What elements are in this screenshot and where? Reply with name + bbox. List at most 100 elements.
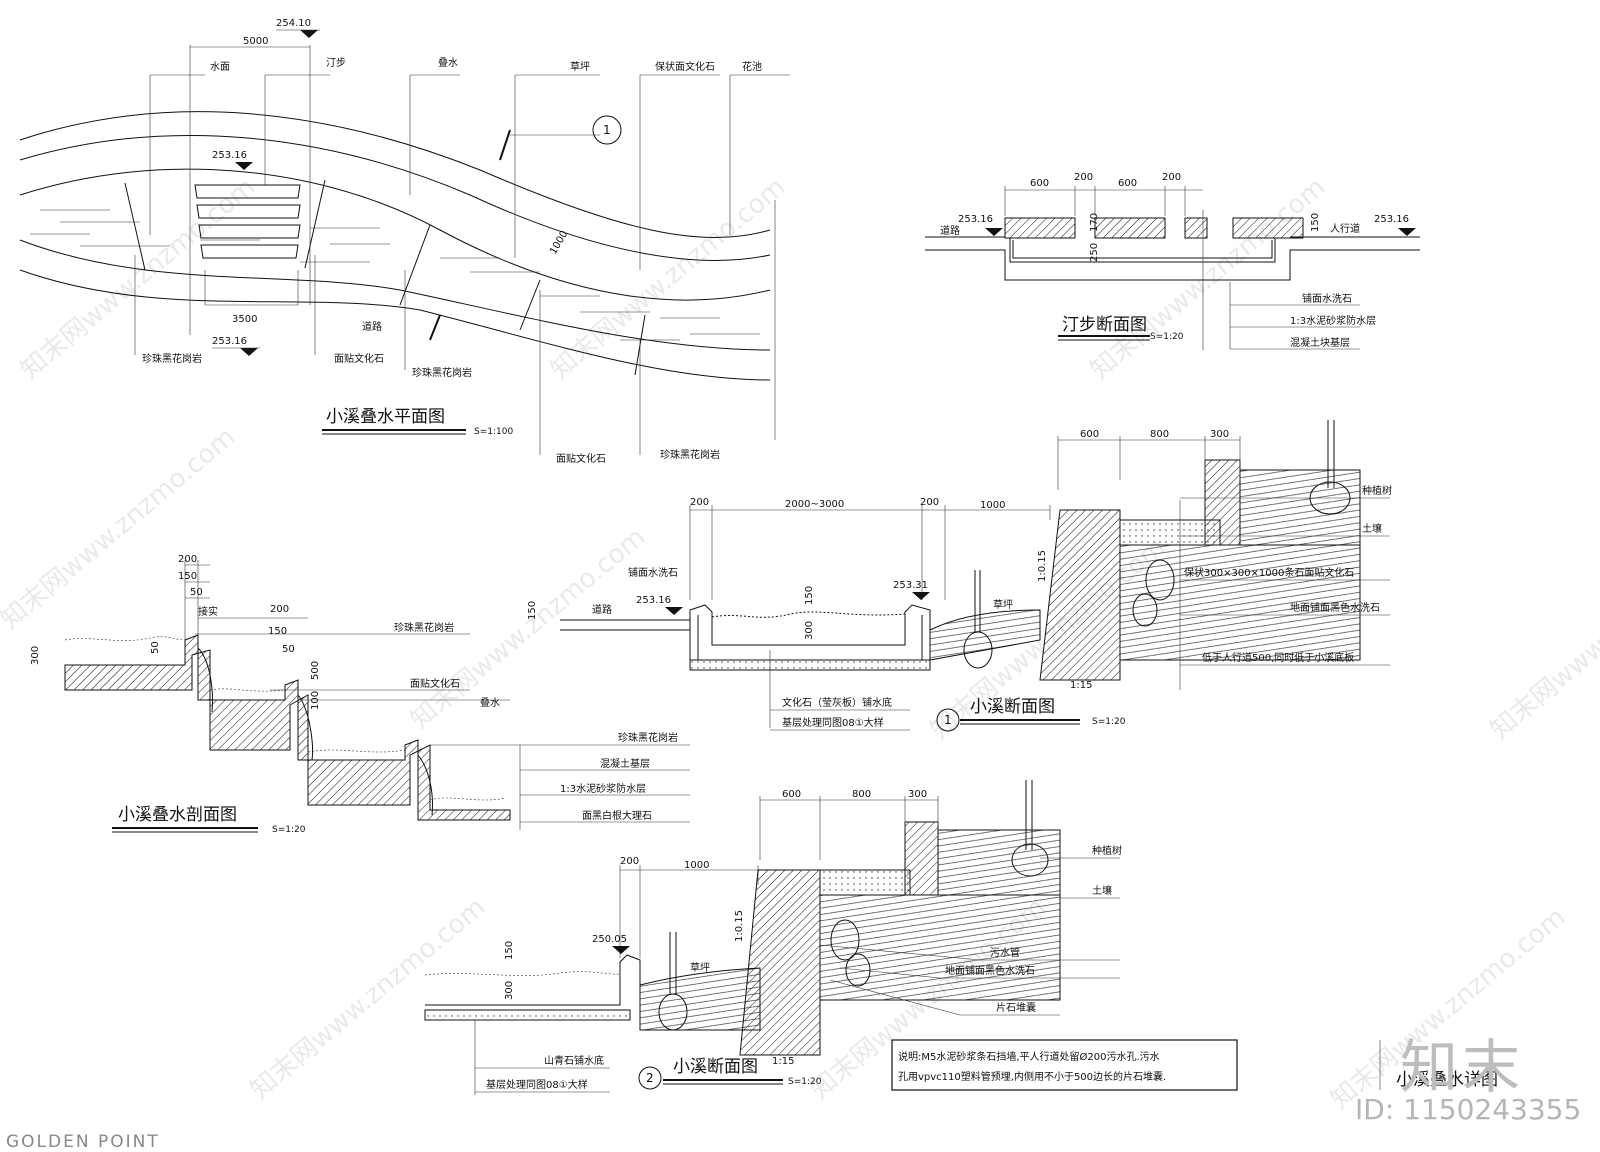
drop-dim-2: 150 xyxy=(178,571,197,582)
plan-dim-bottom: 3500 xyxy=(232,314,257,325)
drop-note-7: 面黑白根大理石 xyxy=(582,809,652,822)
tingbu-title: 汀步断面图 xyxy=(1062,315,1147,335)
drop-dim-4: 200 xyxy=(270,604,289,615)
stream-section-1: 200 2000~3000 200 1000 600 800 300 150 3… xyxy=(527,420,1392,732)
note-line-2: 孔用vpvc110塑料管预埋,内侧用不小于500边长的片石堆囊. xyxy=(898,1070,1166,1083)
tingbu-elev-left: 253.16 xyxy=(958,214,993,225)
tingbu-note-2: 1:3水泥砂浆防水层 xyxy=(1290,314,1376,327)
drop-dim-7: 500 xyxy=(310,661,321,680)
s2-note-5: 片石堆囊 xyxy=(996,1001,1036,1014)
s2-dim-top-1: 600 xyxy=(782,789,801,800)
tingbu-elev-right: 253.16 xyxy=(1374,214,1409,225)
elevation-marker xyxy=(235,162,253,170)
s1-label-bottom-2: 基层处理同图08①大样 xyxy=(782,716,884,729)
watermark: 知末网www.znzmo.com xyxy=(0,422,241,635)
s1-note-1: 种植树 xyxy=(1362,484,1392,497)
s1-label-road: 道路 xyxy=(592,603,612,616)
drop-note-3: 叠水 xyxy=(480,697,500,709)
s1-dim-top-1: 600 xyxy=(1080,429,1099,440)
cascade-steps xyxy=(64,634,511,821)
section-mark-number: 1 xyxy=(603,123,611,137)
drop-dim-5: 150 xyxy=(268,626,287,637)
drop-dim-1: 200 xyxy=(178,554,197,565)
s1-dim-150: 150 xyxy=(804,586,815,605)
s1-slope: 1:0.15 xyxy=(1037,550,1048,582)
footer-label: GOLDEN POINT xyxy=(6,1132,160,1152)
water-hatch xyxy=(30,209,760,341)
s1-title: 小溪断面图 xyxy=(970,697,1055,717)
s2-elev: 250.05 xyxy=(592,934,627,945)
s1-note-5: 低于人行道500,同时低于小溪底板 xyxy=(1202,651,1354,664)
s1-dim-mid-3: 200 xyxy=(920,497,939,508)
tingbu-label-walk: 人行道 xyxy=(1330,222,1360,235)
stepping-stone xyxy=(1184,217,1208,239)
plan-leaders xyxy=(134,45,790,455)
drop-title: 小溪叠水剖面图 xyxy=(118,805,237,825)
plan-dim-top: 5000 xyxy=(243,36,268,47)
s2-note-4: 地面铺面黑色水洗石 xyxy=(945,964,1035,977)
label-baozhuang: 保状面文化石 xyxy=(655,60,715,73)
label-caoping: 草坪 xyxy=(570,60,590,73)
note-box: 说明:M5水泥砂浆条石挡墙,平人行道处留Ø200污水孔.污水 孔用vpvc110… xyxy=(891,1039,1238,1091)
s1-dim-top-3: 300 xyxy=(1210,429,1229,440)
s1-dim-top-2: 800 xyxy=(1150,429,1169,440)
tingbu-dim-v1: 170 xyxy=(1089,213,1100,232)
label-miantie-2: 面贴文化石 xyxy=(556,452,606,465)
section-mark-circle xyxy=(592,115,622,145)
s1-dim-mid-1: 200 xyxy=(690,497,709,508)
s2-label-bottom-2: 基层处理同图08①大样 xyxy=(486,1078,588,1091)
s1-label-bottom-1: 文化石（莹灰板）铺水底 xyxy=(782,696,892,709)
s2-number: 2 xyxy=(646,1071,654,1085)
s2-dim-mid-1: 200 xyxy=(620,856,639,867)
tingbu-dim-v3: 150 xyxy=(1310,213,1321,232)
break-mark xyxy=(499,129,511,161)
retaining-wall xyxy=(1039,509,1121,681)
label-miantie-1: 面贴文化石 xyxy=(334,352,384,365)
label-tingbu: 汀步 xyxy=(326,57,346,69)
s1-note-3: 保状300×300×1000条石面贴文化石 xyxy=(1184,566,1354,579)
watermark: 知末网www.znzmo.com xyxy=(15,172,261,385)
plan-edge-2 xyxy=(19,134,771,261)
s1-dim-mid-4: 1000 xyxy=(980,500,1005,511)
plan-dim-diag: 1000 xyxy=(548,229,570,257)
plan-title: 小溪叠水平面图 xyxy=(326,407,445,427)
tingbu-scale: S=1:20 xyxy=(1150,332,1184,342)
s2-label-lawn: 草坪 xyxy=(690,961,710,974)
tingbu-basin xyxy=(1009,238,1276,263)
drop-note-2: 面贴文化石 xyxy=(410,677,460,690)
drop-note-5: 混凝土基层 xyxy=(600,757,650,770)
tingbu-dim-4: 200 xyxy=(1162,172,1181,183)
s2-note-1: 种植树 xyxy=(1092,844,1122,857)
drop-dim-3: 50 xyxy=(190,587,203,598)
logo-watermark: 知末 xyxy=(1400,1033,1525,1101)
break-mark xyxy=(429,314,441,341)
tingbu-note-1: 铺面水洗石 xyxy=(1302,292,1352,305)
tingbu-dim-v2: 250 xyxy=(1089,243,1100,262)
note-line-1: 说明:M5水泥砂浆条石挡墙,平人行道处留Ø200污水孔.污水 xyxy=(898,1050,1160,1063)
drop-scale: S=1:20 xyxy=(272,825,306,835)
cascade-section: 200 150 50 接实 200 150 50 500 100 300 50 … xyxy=(30,554,690,835)
label-huachi: 花池 xyxy=(742,60,762,73)
tingbu-label-road: 道路 xyxy=(940,224,960,237)
s1-dim-300: 300 xyxy=(804,621,815,640)
stepping-stone xyxy=(1004,217,1076,239)
elevation-marker xyxy=(300,30,318,38)
s1-dim-mid-2: 2000~3000 xyxy=(785,499,844,510)
s1-dim-left: 150 xyxy=(527,601,538,620)
drop-note-4: 珍珠黑花岗岩 xyxy=(618,731,678,744)
drop-dim-9: 300 xyxy=(30,646,41,665)
plan-elev-mid: 253.16 xyxy=(212,150,247,161)
plan-scale: S=1:100 xyxy=(474,427,513,437)
label-shuimian: 水面 xyxy=(210,61,230,73)
stream-section-2: 200 1000 600 800 300 150 300 1:0.15 1:15… xyxy=(424,780,1122,1095)
label-zhenzhu-1: 珍珠黑花岗岩 xyxy=(142,352,202,365)
s2-dim-150: 150 xyxy=(504,941,515,960)
plan-view: 1 254.10 253.16 253.16 5000 3500 1000 水面… xyxy=(19,18,790,465)
label-zhenzhu-2: 珍珠黑花岗岩 xyxy=(412,366,472,379)
image-id: ID: 1150243355 xyxy=(1355,1093,1582,1126)
plan-edge-5 xyxy=(19,269,771,381)
watermark: 知末网www.znzmo.com xyxy=(1485,532,1600,745)
tingbu-note-3: 混凝土块基层 xyxy=(1290,336,1350,349)
s1-elev-left: 253.16 xyxy=(636,595,671,606)
